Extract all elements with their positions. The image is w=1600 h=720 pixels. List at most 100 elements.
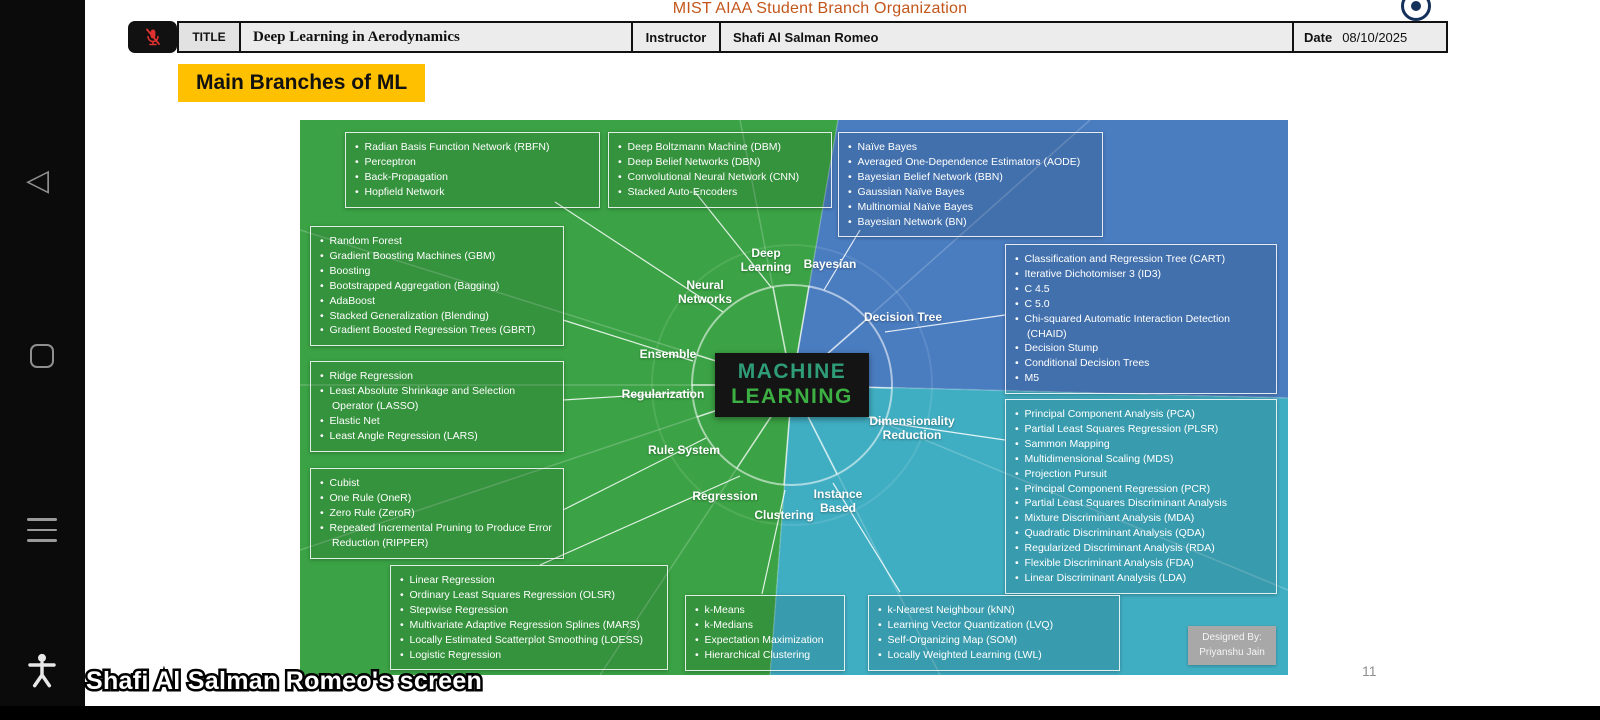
- accessibility-icon[interactable]: [26, 652, 58, 695]
- algorithm-item: Conditional Decision Trees: [1015, 356, 1267, 371]
- algorithm-item: Stacked Auto-Encoders: [618, 185, 822, 200]
- box-connector-lines: [539, 191, 1006, 595]
- instructor-label: Instructor: [633, 23, 721, 51]
- algorithm-item: One Rule (OneR): [320, 491, 554, 506]
- organization-title: MIST AIAA Student Branch Organization: [672, 0, 968, 17]
- center-text-learning: LEARNING: [731, 385, 853, 408]
- algorithm-item: Bootstrapped Aggregation (Bagging): [320, 279, 554, 294]
- algorithm-box-regularization: Ridge RegressionLeast Absolute Shrinkage…: [310, 361, 564, 452]
- algorithm-item: Random Forest: [320, 234, 554, 249]
- branch-label-dimensionality-reduction: Dimensionality Reduction: [869, 414, 955, 442]
- algorithm-item: M5: [1015, 371, 1267, 386]
- algorithm-item: Bayesian Network (BN): [848, 215, 1093, 230]
- square-icon[interactable]: [30, 344, 54, 368]
- algorithm-item: Partial Least Squares Discriminant Analy…: [1015, 496, 1267, 511]
- branch-label-clustering: Clustering: [754, 508, 814, 523]
- muted-microphone-button[interactable]: [128, 21, 177, 53]
- algorithm-item: Radian Basis Function Network (RBFN): [355, 140, 590, 155]
- algorithm-item: Flexible Discriminant Analysis (FDA): [1015, 556, 1267, 571]
- algorithm-item: Hopfield Network: [355, 185, 590, 200]
- date-cell: Date 08/10/2025: [1294, 23, 1446, 51]
- back-icon[interactable]: ◁: [26, 164, 50, 197]
- algorithm-item: Ridge Regression: [320, 369, 554, 384]
- algorithm-item: Elastic Net: [320, 414, 554, 429]
- algorithm-item: C 5.0: [1015, 297, 1267, 312]
- date-value: 08/10/2025: [1342, 29, 1408, 45]
- algorithm-item: AdaBoost: [320, 294, 554, 309]
- slide-header-table: TITLE Deep Learning in Aerodynamics Inst…: [177, 21, 1448, 53]
- algorithm-item: Cubist: [320, 476, 554, 491]
- algorithm-item: Gaussian Naïve Bayes: [848, 185, 1093, 200]
- algorithm-item: Bayesian Belief Network (BBN): [848, 170, 1093, 185]
- branch-label-deep-learning: Deep Learning: [740, 246, 792, 274]
- algorithm-item: Zero Rule (ZeroR): [320, 506, 554, 521]
- slide-heading: Main Branches of ML: [178, 64, 426, 102]
- algorithm-item: Multivariate Adaptive Regression Splines…: [400, 618, 658, 633]
- algorithm-box-bayesian: Naïve BayesAveraged One-Dependence Estim…: [838, 132, 1103, 238]
- branch-label-neural-networks: Neural Networks: [677, 278, 733, 306]
- algorithm-item: Deep Belief Networks (DBN): [618, 155, 822, 170]
- algorithm-box-regression: Linear RegressionOrdinary Least Squares …: [390, 565, 668, 671]
- algorithm-item: Multidimensional Scaling (MDS): [1015, 452, 1267, 467]
- branch-label-regularization: Regularization: [621, 387, 705, 402]
- algorithm-item: Logistic Regression: [400, 648, 658, 663]
- algorithm-box-deep-learning: Deep Boltzmann Machine (DBM)Deep Belief …: [608, 132, 832, 208]
- algorithm-item: Iterative Dichotomiser 3 (ID3): [1015, 267, 1267, 282]
- left-nav-sidebar: ◁: [0, 0, 85, 720]
- ml-branches-diagram: Radian Basis Function Network (RBFN)Perc…: [300, 120, 1288, 675]
- algorithm-item: Self-Organizing Map (SOM): [878, 633, 1110, 648]
- title-value: Deep Learning in Aerodynamics: [241, 23, 633, 51]
- branch-label-rule-system: Rule System: [647, 443, 721, 458]
- algorithm-item: Stepwise Regression: [400, 603, 658, 618]
- algorithm-item: k-Means: [695, 603, 835, 618]
- algorithm-item: Principal Component Regression (PCR): [1015, 482, 1267, 497]
- algorithm-box-clustering: k-Meansk-MediansExpectation Maximization…: [685, 595, 845, 671]
- branch-label-regression: Regression: [692, 489, 758, 504]
- algorithm-item: Linear Regression: [400, 573, 658, 588]
- algorithm-item: Gradient Boosting Machines (GBM): [320, 249, 554, 264]
- algorithm-item: Mixture Discriminant Analysis (MDA): [1015, 511, 1267, 526]
- inner-ring: [691, 284, 893, 486]
- page-number: 11: [1362, 663, 1377, 679]
- algorithm-item: Hierarchical Clustering: [695, 648, 835, 663]
- designed-by-credit: Designed By: Priyanshu Jain: [1188, 626, 1276, 665]
- instructor-value: Shafi Al Salman Romeo: [721, 23, 1294, 51]
- algorithm-item: Multinomial Naïve Bayes: [848, 200, 1093, 215]
- branch-label-instance-based: Instance Based: [813, 487, 863, 515]
- menu-icon[interactable]: [27, 518, 57, 550]
- algorithm-item: Sammon Mapping: [1015, 437, 1267, 452]
- algorithm-item: Principal Component Analysis (PCA): [1015, 407, 1267, 422]
- date-label: Date: [1304, 29, 1333, 45]
- algorithm-box-rule-system: CubistOne Rule (OneR)Zero Rule (ZeroR)Re…: [310, 468, 564, 559]
- algorithm-box-neural-networks: Radian Basis Function Network (RBFN)Perc…: [345, 132, 600, 208]
- algorithm-box-instance-based: k-Nearest Neighbour (kNN)Learning Vector…: [868, 595, 1120, 671]
- algorithm-box-dimensionality-reduction: Principal Component Analysis (PCA)Partia…: [1005, 399, 1277, 594]
- algorithm-item: Boosting: [320, 264, 554, 279]
- algorithm-box-decision-tree: Classification and Regression Tree (CART…: [1005, 244, 1277, 395]
- algorithm-item: Repeated Incremental Pruning to Produce …: [320, 521, 554, 551]
- center-text-machine: MACHINE: [737, 360, 847, 384]
- organization-logo-icon: [1401, 0, 1431, 21]
- screen-share-label: Shafi Al Salman Romeo's screen: [83, 665, 484, 698]
- algorithm-item: Back-Propagation: [355, 170, 590, 185]
- algorithm-item: Decision Stump: [1015, 341, 1267, 356]
- algorithm-item: k-Medians: [695, 618, 835, 633]
- algorithm-item: Chi-squared Automatic Interaction Detect…: [1015, 312, 1267, 342]
- algorithm-item: Partial Least Squares Regression (PLSR): [1015, 422, 1267, 437]
- algorithm-item: Stacked Generalization (Blending): [320, 309, 554, 324]
- algorithm-item: Regularized Discriminant Analysis (RDA): [1015, 541, 1267, 556]
- algorithm-item: Quadratic Discriminant Analysis (QDA): [1015, 526, 1267, 541]
- title-label: TITLE: [179, 23, 241, 51]
- outer-ring: [651, 244, 933, 526]
- algorithm-item: Least Absolute Shrinkage and Selection O…: [320, 384, 554, 414]
- algorithm-item: Expectation Maximization: [695, 633, 835, 648]
- algorithm-item: Ordinary Least Squares Regression (OLSR): [400, 588, 658, 603]
- algorithm-item: Classification and Regression Tree (CART…: [1015, 252, 1267, 267]
- branch-label-decision-tree: Decision Tree: [863, 310, 943, 325]
- algorithm-item: Least Angle Regression (LARS): [320, 429, 554, 444]
- algorithm-item: k-Nearest Neighbour (kNN): [878, 603, 1110, 618]
- algorithm-item: Convolutional Neural Network (CNN): [618, 170, 822, 185]
- branch-label-bayesian: Bayesian: [803, 257, 857, 272]
- algorithm-item: Deep Boltzmann Machine (DBM): [618, 140, 822, 155]
